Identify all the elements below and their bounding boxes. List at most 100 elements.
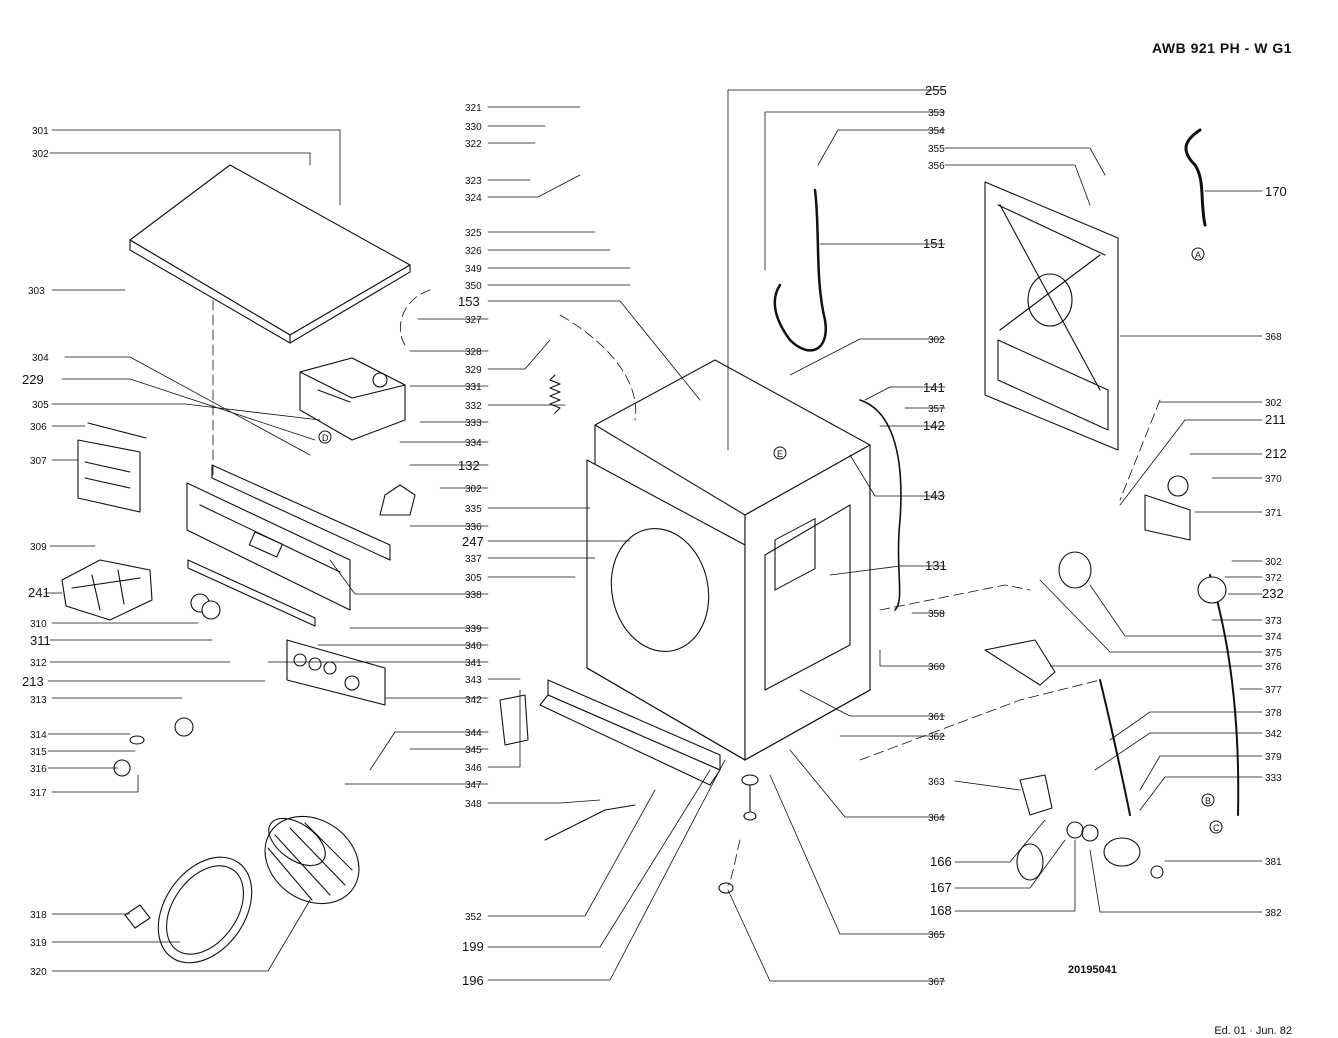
callout-349: 349 <box>465 264 482 275</box>
callout-370: 370 <box>1265 474 1282 485</box>
callout-241: 241 <box>28 585 50 600</box>
callout-196: 196 <box>462 973 484 988</box>
callout-332: 332 <box>465 401 482 412</box>
callout-375: 375 <box>1265 648 1282 659</box>
edition-date: Ed. 01 · Jun. 82 <box>1214 1025 1292 1037</box>
callout-167: 167 <box>930 880 952 895</box>
callout-338: 338 <box>465 590 482 601</box>
callout-348: 348 <box>465 799 482 810</box>
callout-labels: 3013023033042293053063073092413103113122… <box>22 83 1287 988</box>
water-inlet-hose <box>773 188 828 352</box>
callout-312: 312 <box>30 658 47 669</box>
callout-344: 344 <box>465 728 482 739</box>
callout-356: 356 <box>928 161 945 172</box>
callout-318: 318 <box>30 910 47 921</box>
connector-e: E <box>777 449 783 459</box>
connector-c: C <box>1213 823 1220 833</box>
outer-glass <box>264 815 360 905</box>
detergent-drawer <box>61 559 153 621</box>
callout-142: 142 <box>923 418 945 433</box>
callout-335: 335 <box>465 504 482 515</box>
callout-363: 363 <box>928 777 945 788</box>
callout-303: 303 <box>28 286 45 297</box>
callout-364: 364 <box>928 813 945 824</box>
model-title: AWB 921 PH - W G1 <box>1152 40 1292 56</box>
callout-378: 378 <box>1265 708 1282 719</box>
callout-371: 371 <box>1265 508 1282 519</box>
callout-342: 342 <box>465 695 482 706</box>
callout-347: 347 <box>465 780 482 791</box>
callout-372: 372 <box>1265 573 1282 584</box>
mains-cable <box>859 399 902 611</box>
callout-355: 355 <box>928 144 945 155</box>
callout-319: 319 <box>30 938 47 949</box>
callout-314: 314 <box>30 730 47 741</box>
base-rail <box>539 679 721 786</box>
callout-166: 166 <box>930 854 952 869</box>
callout-315: 315 <box>30 747 47 758</box>
callout-212: 212 <box>1265 446 1287 461</box>
callout-354: 354 <box>928 126 945 137</box>
callout-321: 321 <box>465 103 482 114</box>
cabinet-frame <box>586 359 871 761</box>
callout-131: 131 <box>925 558 947 573</box>
callout-382: 382 <box>1265 908 1282 919</box>
callout-367: 367 <box>928 977 945 988</box>
callout-345: 345 <box>465 745 482 756</box>
callout-255: 255 <box>925 83 947 98</box>
callout-337: 337 <box>465 554 482 565</box>
drum-opening <box>610 527 710 653</box>
callout-301: 301 <box>32 126 49 137</box>
callout-326: 326 <box>465 246 482 257</box>
callout-365: 365 <box>928 930 945 941</box>
callout-320: 320 <box>30 967 47 978</box>
callout-376: 376 <box>1265 662 1282 673</box>
connector-a: A <box>1195 250 1201 260</box>
callout-324: 324 <box>465 193 482 204</box>
callout-313: 313 <box>30 695 47 706</box>
control-panel <box>186 464 391 627</box>
callout-379: 379 <box>1265 752 1282 763</box>
program-timer <box>299 357 406 441</box>
callout-327: 327 <box>465 315 482 326</box>
assembly-guides <box>212 289 1161 886</box>
drain-hose <box>1099 574 1240 816</box>
callout-360: 360 <box>928 662 945 673</box>
callout-361: 361 <box>928 712 945 723</box>
connector-d: D <box>322 433 329 443</box>
callout-374: 374 <box>1265 632 1282 643</box>
callout-141: 141 <box>923 380 945 395</box>
callout-302: 302 <box>32 149 49 160</box>
callout-352: 352 <box>465 912 482 923</box>
callout-302: 302 <box>1265 557 1282 568</box>
callout-339: 339 <box>465 624 482 635</box>
door-ring <box>124 856 253 964</box>
connector-b: B <box>1205 796 1211 806</box>
document-number: 20195041 <box>1068 964 1117 976</box>
callout-132: 132 <box>458 458 480 473</box>
callout-316: 316 <box>30 764 47 775</box>
knobs <box>113 593 221 777</box>
callout-329: 329 <box>465 365 482 376</box>
callout-336: 336 <box>465 522 482 533</box>
callout-362: 362 <box>928 732 945 743</box>
callout-331: 331 <box>465 382 482 393</box>
callout-168: 168 <box>930 903 952 918</box>
door-lock-and-springs <box>379 374 636 841</box>
callout-213: 213 <box>22 674 44 689</box>
callout-357: 357 <box>928 404 945 415</box>
callout-305: 305 <box>465 573 482 584</box>
callout-350: 350 <box>465 281 482 292</box>
connector-markers <box>318 247 1223 879</box>
callout-304: 304 <box>32 353 49 364</box>
knob-panel <box>286 639 386 706</box>
callout-325: 325 <box>465 228 482 239</box>
dispenser-front <box>77 422 147 513</box>
callout-323: 323 <box>465 176 482 187</box>
callout-306: 306 <box>30 422 47 433</box>
callout-302: 302 <box>465 484 482 495</box>
callout-330: 330 <box>465 122 482 133</box>
motor <box>1058 475 1227 604</box>
top-cover <box>129 164 411 344</box>
